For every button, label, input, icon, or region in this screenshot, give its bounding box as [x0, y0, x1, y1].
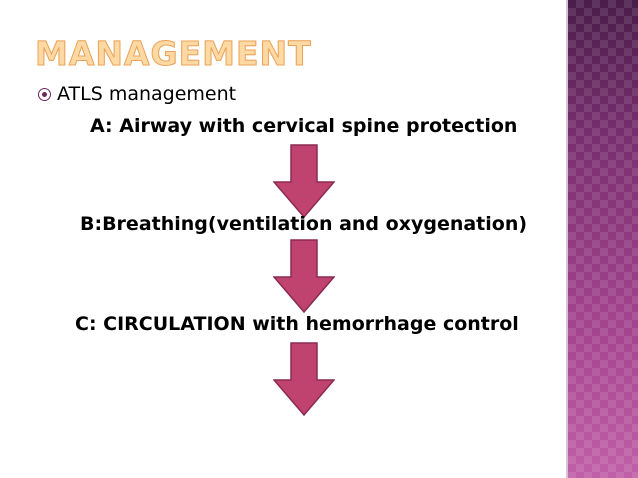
bullet-item: ATLS management [38, 80, 236, 108]
decorative-side-bar [568, 0, 638, 478]
step-circulation: C: CIRCULATION with hemorrhage control [75, 313, 519, 335]
side-bar-edge [566, 0, 568, 478]
circle-bullet-icon [38, 87, 51, 101]
slide-title: MANAGEMENT [35, 34, 312, 74]
down-arrow-icon [273, 239, 335, 313]
bullet-text: ATLS management [57, 83, 237, 105]
step-breathing: B:Breathing(ventilation and oxygenation) [80, 213, 528, 235]
down-arrow-icon [273, 342, 335, 416]
step-airway: A: Airway with cervical spine protection [90, 115, 518, 137]
down-arrow-icon [273, 144, 335, 218]
